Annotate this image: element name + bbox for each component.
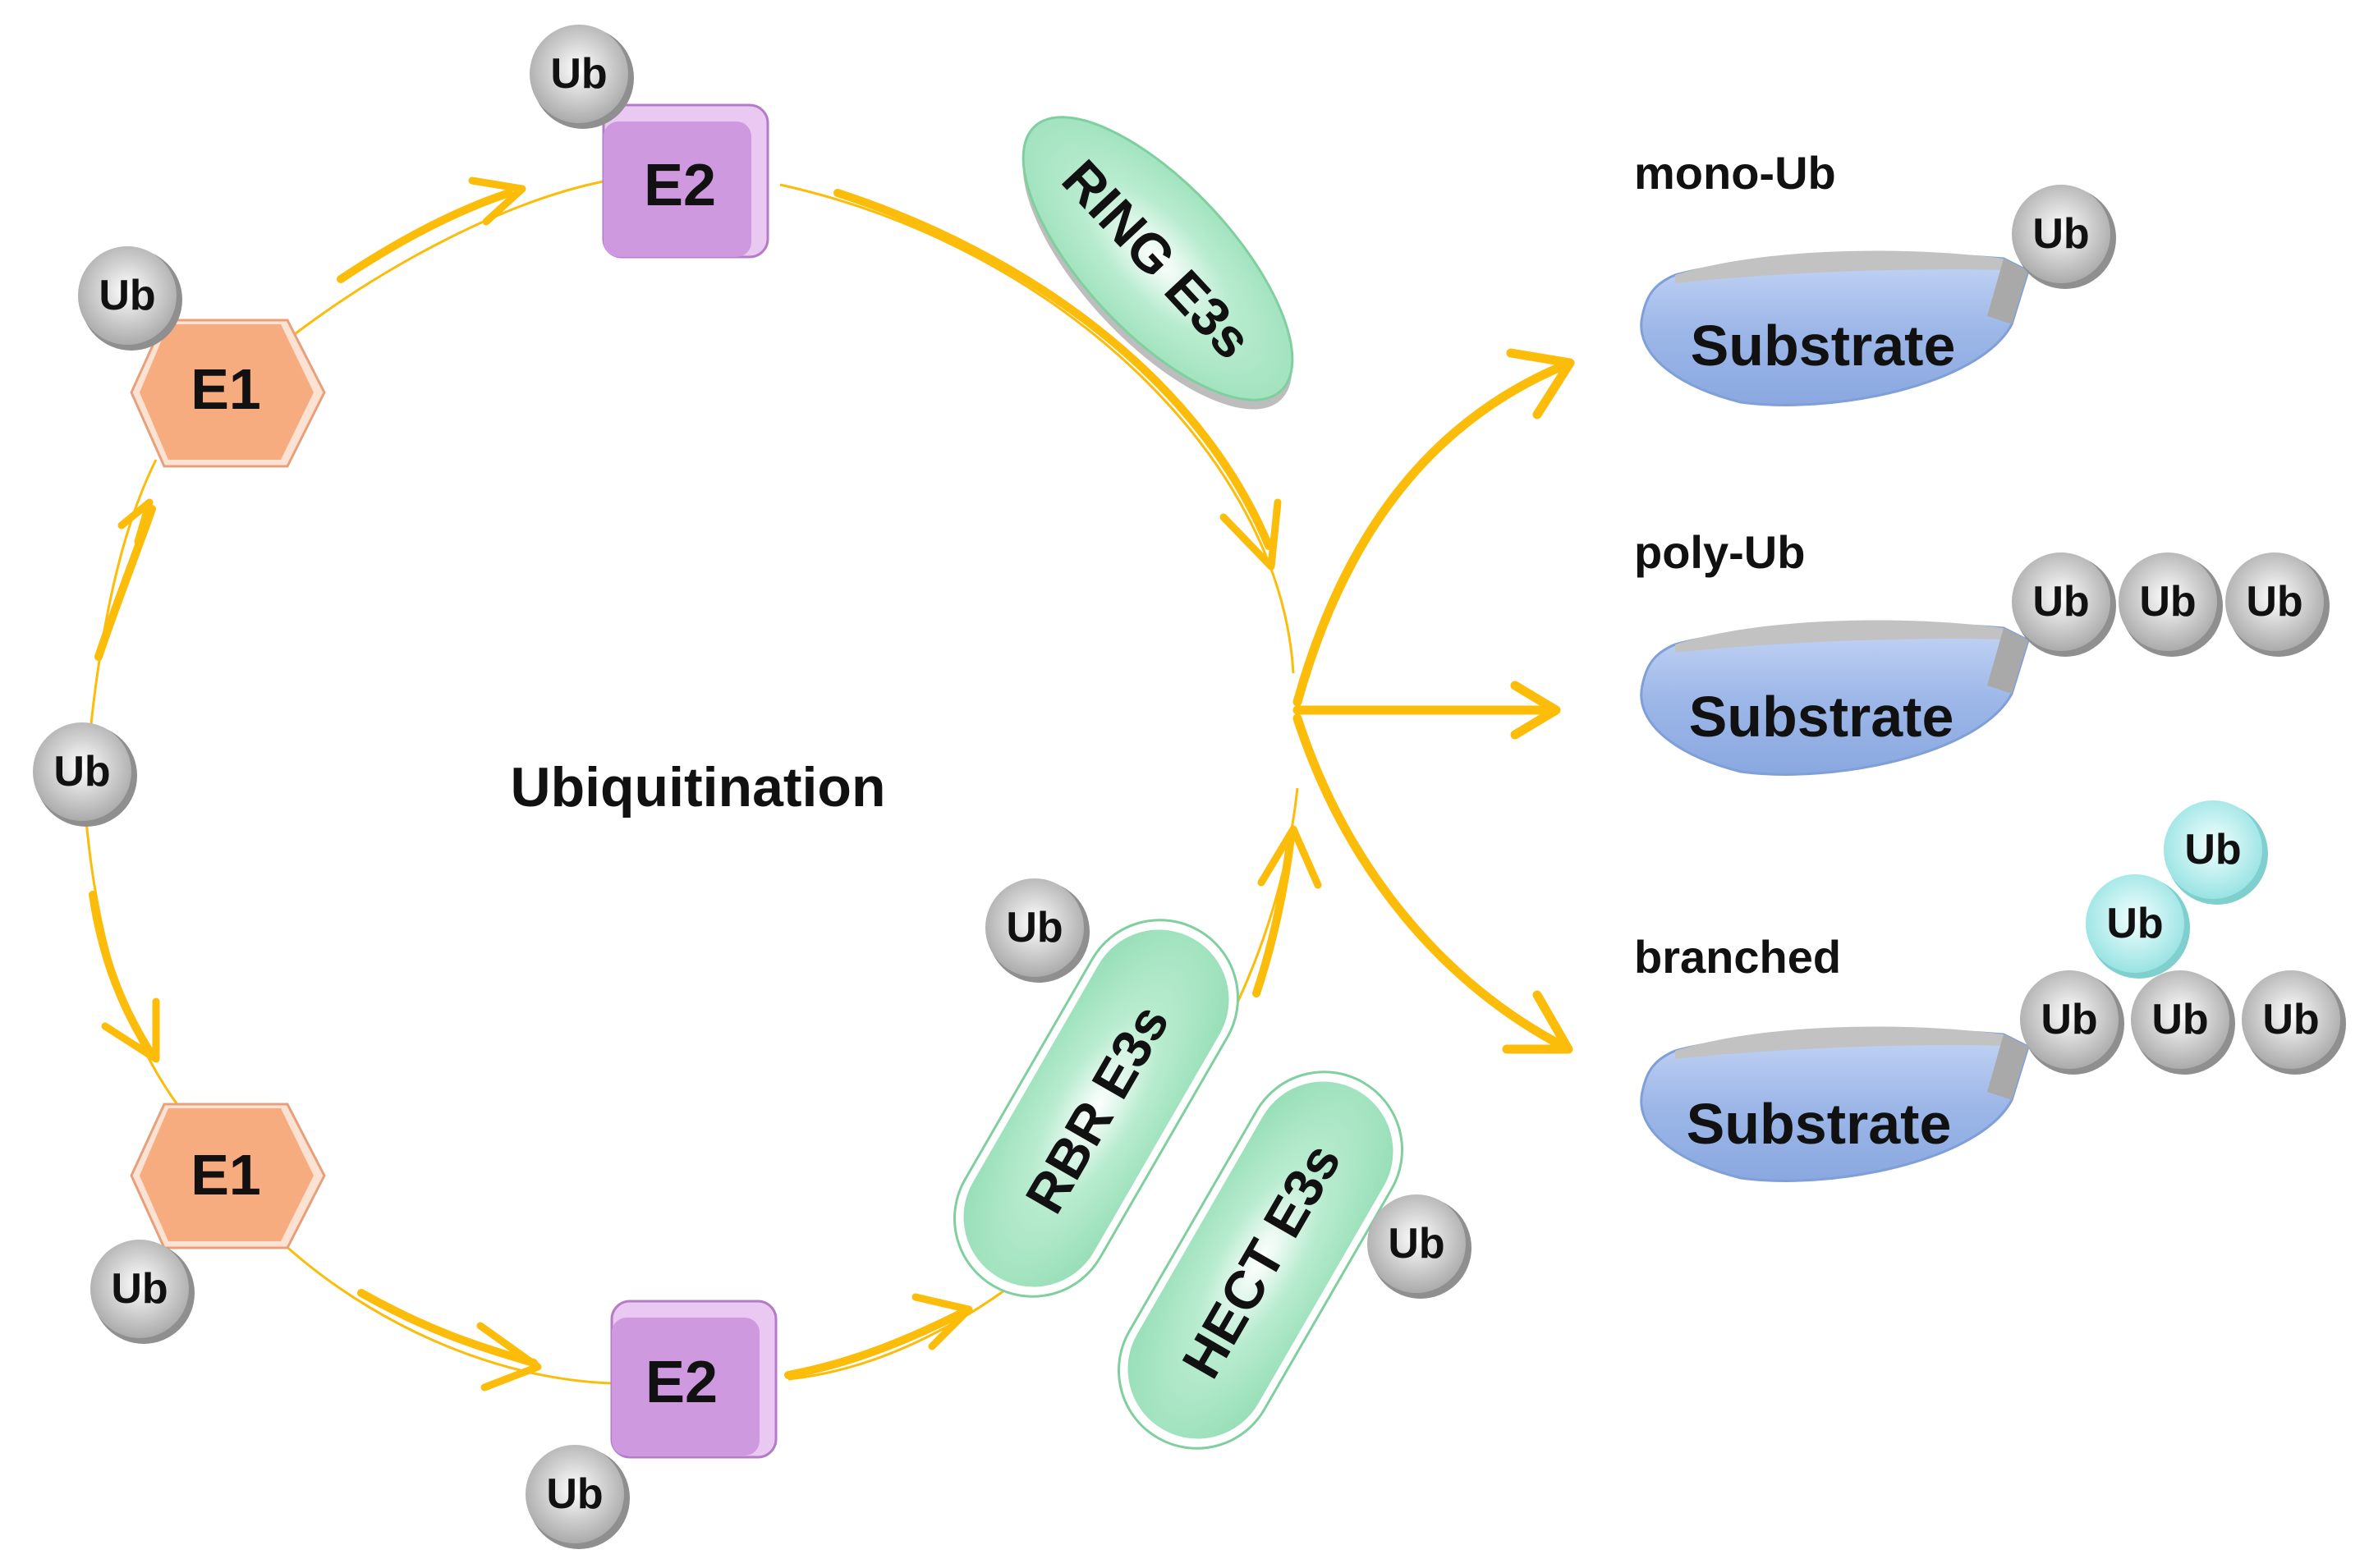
page-title: Ubiquitination [510,756,885,818]
rbr-e3: RBR E3s [953,919,1239,1298]
output-arrows [1292,348,1575,1054]
svg-text:Ub: Ub [2139,578,2196,626]
svg-text:Ub: Ub [2262,996,2319,1043]
e2-bottom-ub: Ub [526,1445,630,1549]
e2-bottom: E2 [610,1300,778,1459]
svg-text:Ub: Ub [2032,578,2089,626]
svg-text:Ub: Ub [111,1265,168,1313]
outcome-branched: branched Substrate Ub Ub Ub Ub Ub [1634,800,2346,1182]
svg-text:Ub: Ub [2151,996,2208,1043]
ub-0: Ub [2012,185,2116,289]
svg-text:Ub: Ub [1388,1220,1444,1268]
svg-text:Ub: Ub [1006,904,1063,951]
svg-text:Ub: Ub [2184,826,2241,873]
outcome-label: mono-Ub [1634,147,1836,199]
svg-text:Ub: Ub [2041,996,2097,1043]
substrate-label: Substrate [1691,314,1956,378]
e2-top-label: E2 [644,153,716,218]
svg-text:Ub: Ub [99,272,155,319]
ub-0: Ub [2020,970,2124,1075]
ub-1: Ub [2119,552,2223,657]
e1-bottom-ub: Ub [90,1240,195,1344]
svg-text:Ub: Ub [2032,210,2089,258]
outcome-poly-ub: poly-Ub Substrate Ub Ub Ub [1634,526,2330,776]
e1-top-label: E1 [191,357,261,421]
e2-top: E2 [602,103,769,259]
substrate-label: Substrate [1687,1092,1952,1156]
ub-2: Ub [2225,552,2330,657]
e1-bottom-label: E1 [191,1143,261,1207]
outcome-mono-ub: mono-Ub Substrate Ub [1634,147,2116,406]
ub-0: Ub [2012,552,2116,657]
hect-e3-ub: Ub [1367,1194,1471,1299]
branch-ub-0: Ub [2086,874,2190,979]
outcome-label: poly-Ub [1634,526,1805,578]
e1-top: E1 [130,319,326,468]
svg-text:Ub: Ub [2246,578,2302,626]
branch-ub-1: Ub [2164,800,2268,905]
svg-text:Ub: Ub [2106,900,2163,947]
rbr-e3-ub: Ub [985,878,1090,983]
substrate-label: Substrate [1689,685,1954,749]
outcome-label: branched [1634,931,1841,983]
e1-bottom: E1 [130,1103,326,1249]
svg-text:Ub: Ub [550,50,607,98]
ub-2: Ub [2242,970,2346,1075]
free-ub-label: Ub [53,748,110,795]
e1-top-ub: Ub [78,246,182,351]
cycle-arrows [89,177,1322,1391]
svg-text:Ub: Ub [546,1470,603,1518]
free-ub: Ub [33,722,137,827]
e2-top-ub: Ub [530,25,634,129]
e2-bottom-label: E2 [645,1350,718,1415]
ub-1: Ub [2131,970,2235,1075]
